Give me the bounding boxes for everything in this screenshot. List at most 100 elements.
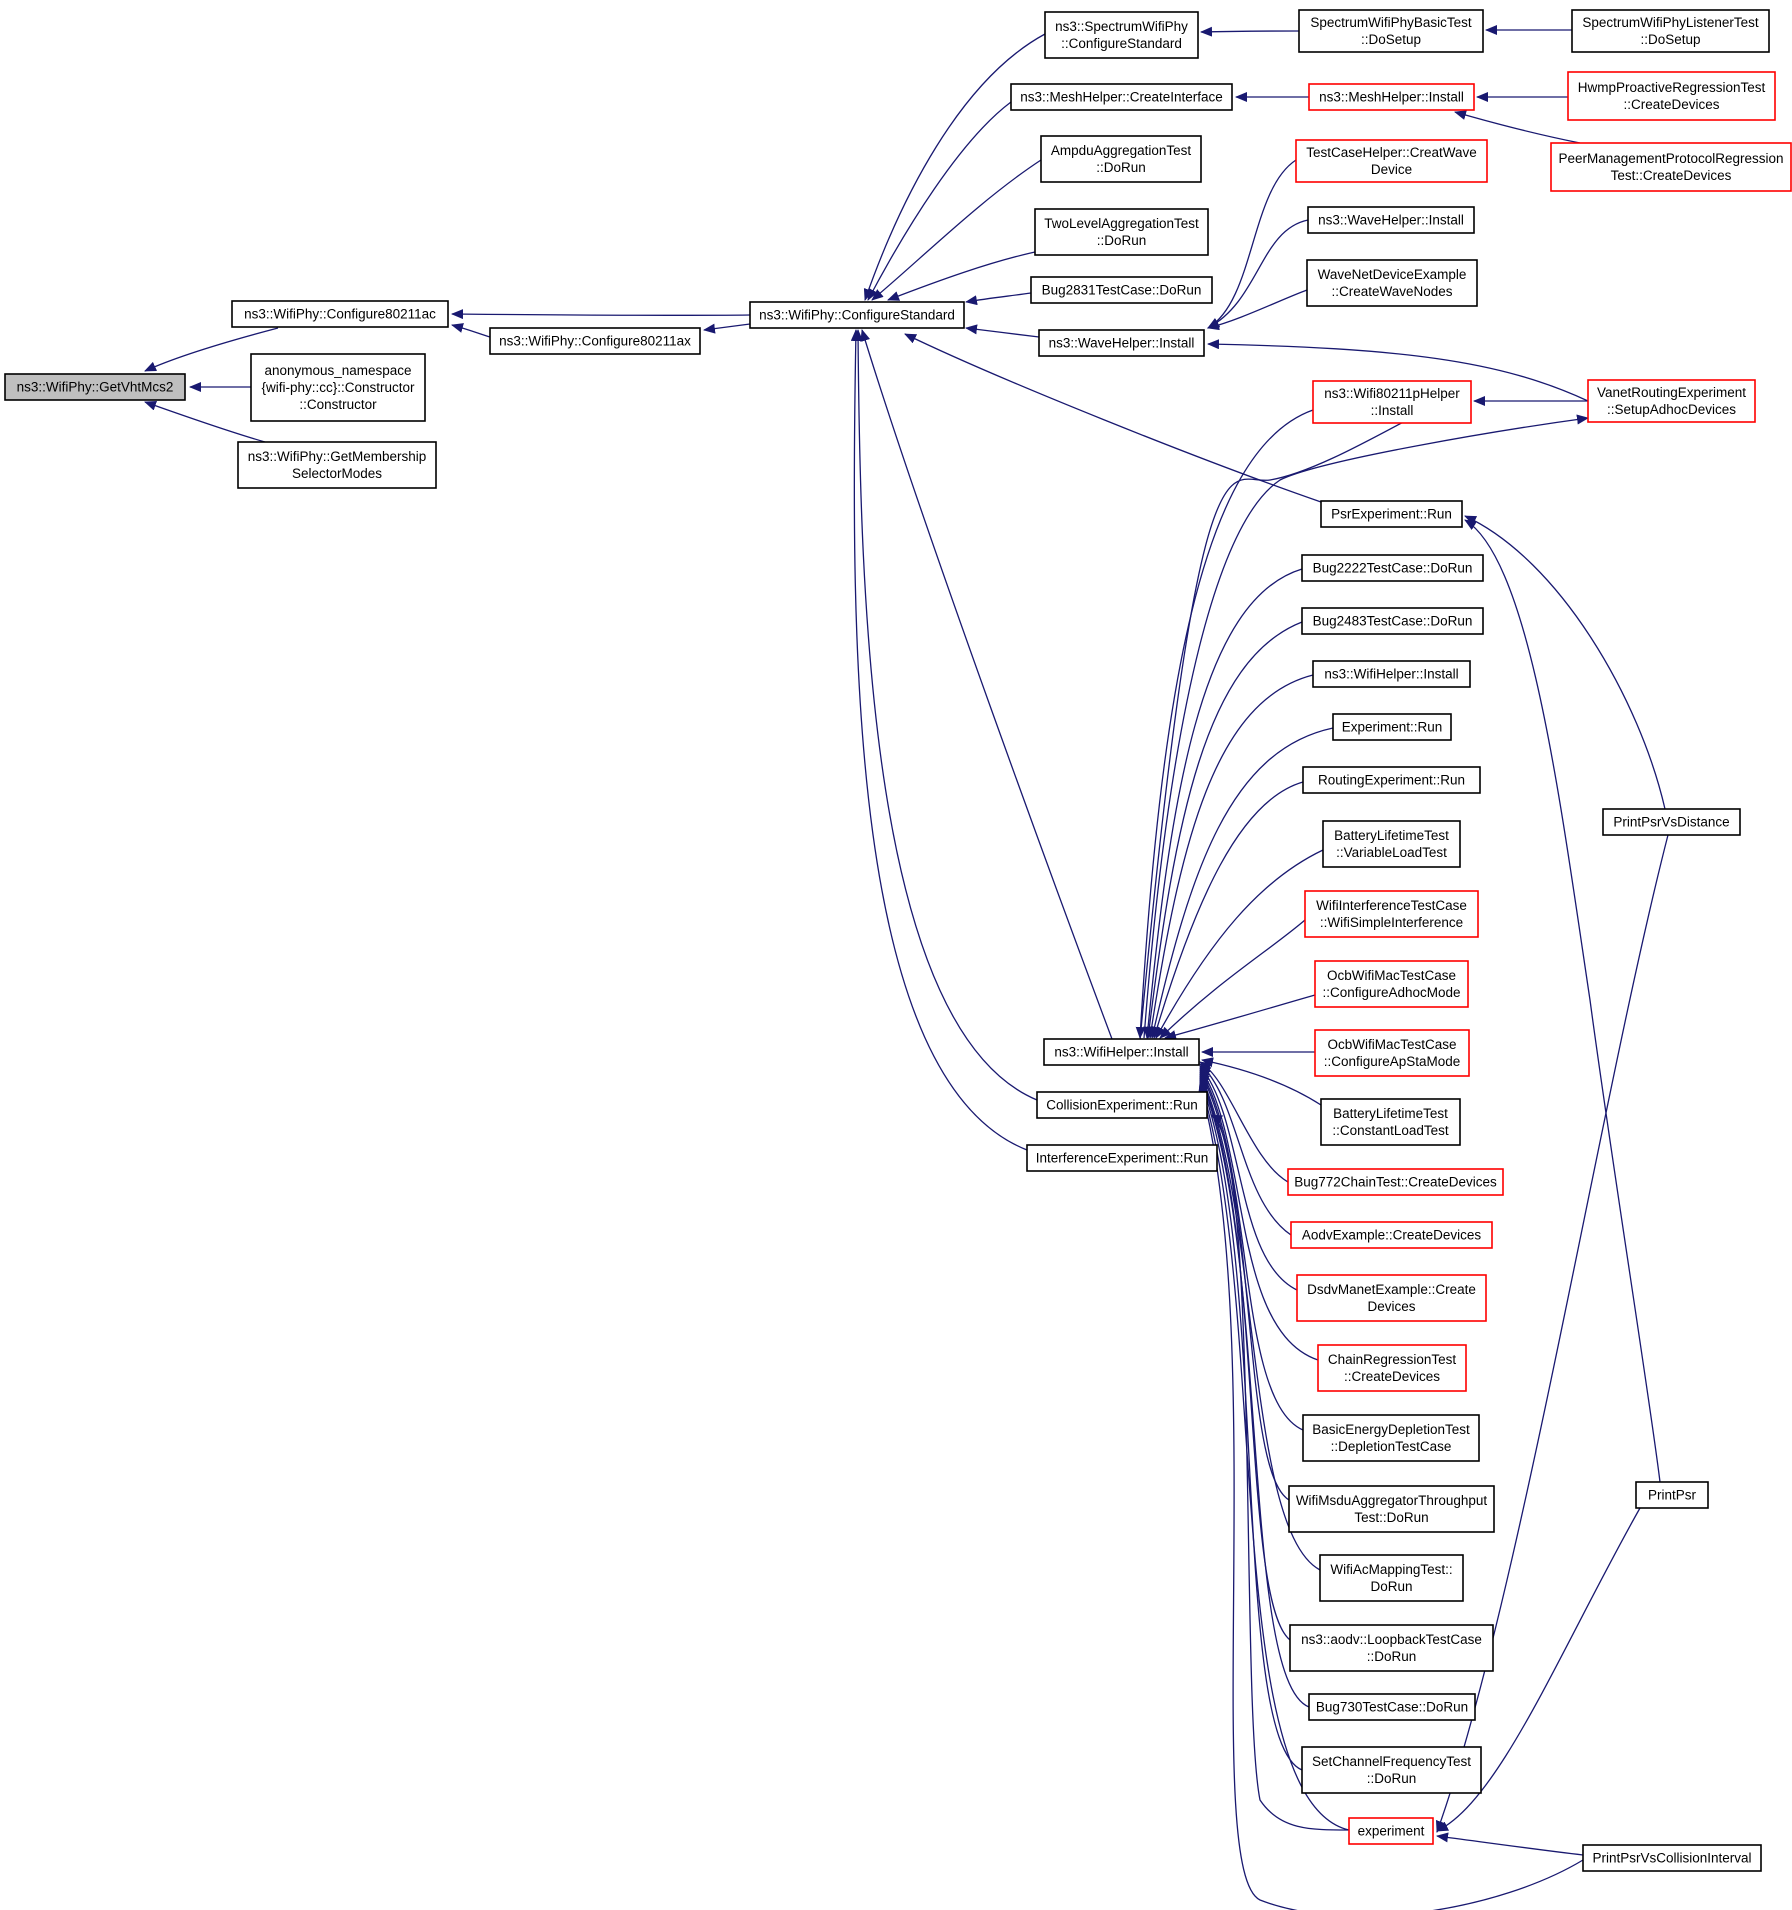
node-confstd[interactable]: ns3::WifiPhy::ConfigureStandard xyxy=(749,301,965,329)
node-setchannel[interactable]: SetChannelFrequencyTest::DoRun xyxy=(1301,1746,1482,1794)
node-battvar[interactable]: BatteryLifetimeTest::VariableLoadTest xyxy=(1322,820,1461,868)
node-box[interactable] xyxy=(1301,554,1484,582)
node-twolevel[interactable]: TwoLevelAggregationTest::DoRun xyxy=(1034,208,1209,256)
node-box[interactable] xyxy=(1030,276,1213,304)
node-box[interactable] xyxy=(1320,1098,1461,1146)
node-printpsrcoll[interactable]: PrintPsrVsCollisionInterval xyxy=(1582,1844,1762,1872)
node-box[interactable] xyxy=(1602,808,1741,836)
node-box[interactable] xyxy=(4,373,186,401)
node-conf80211ax[interactable]: ns3::WifiPhy::Configure80211ax xyxy=(489,327,701,355)
node-box[interactable] xyxy=(1582,1844,1762,1872)
node-box[interactable] xyxy=(1304,890,1479,938)
node-ocbadhoc[interactable]: OcbWifiMacTestCase::ConfigureAdhocMode xyxy=(1314,960,1469,1008)
node-box[interactable] xyxy=(1010,83,1233,111)
node-box[interactable] xyxy=(1308,83,1475,111)
node-chainreg[interactable]: ChainRegressionTest::CreateDevices xyxy=(1317,1344,1467,1392)
node-wifihelperinstall[interactable]: ns3::WifiHelper::Install xyxy=(1043,1038,1200,1066)
node-bug2831[interactable]: Bug2831TestCase::DoRun xyxy=(1030,276,1213,304)
node-box[interactable] xyxy=(1348,1817,1434,1845)
node-basicenergy[interactable]: BasicEnergyDepletionTest::DepletionTestC… xyxy=(1302,1414,1480,1462)
node-wavehelperinstall[interactable]: ns3::WaveHelper::Install xyxy=(1038,329,1205,357)
node-wifi80211p[interactable]: ns3::Wifi80211pHelper::Install xyxy=(1312,380,1472,424)
node-vanet[interactable]: VanetRoutingExperiment::SetupAdhocDevice… xyxy=(1587,379,1756,423)
node-box[interactable] xyxy=(231,300,449,328)
node-ampdu[interactable]: AmpduAggregationTest::DoRun xyxy=(1040,135,1202,183)
node-box[interactable] xyxy=(1288,1485,1495,1533)
node-box[interactable] xyxy=(1302,1414,1480,1462)
node-box[interactable] xyxy=(1298,9,1484,53)
node-box[interactable] xyxy=(1571,9,1770,53)
node-box[interactable] xyxy=(1296,1274,1487,1322)
node-interference[interactable]: InterferenceExperiment::Run xyxy=(1026,1144,1218,1172)
node-box[interactable] xyxy=(1040,135,1202,183)
node-box[interactable] xyxy=(1567,71,1776,121)
node-wavenetdev[interactable]: WaveNetDeviceExample::CreateWaveNodes xyxy=(1306,259,1478,307)
node-bug2222[interactable]: Bug2222TestCase::DoRun xyxy=(1301,554,1484,582)
node-box[interactable] xyxy=(1317,1344,1467,1392)
node-box[interactable] xyxy=(1287,1168,1504,1196)
node-box[interactable] xyxy=(1314,960,1469,1008)
node-experiment[interactable]: experiment xyxy=(1348,1817,1434,1845)
node-anon[interactable]: anonymous_namespace{wifi-phy::cc}::Const… xyxy=(250,353,426,422)
node-box[interactable] xyxy=(1322,820,1461,868)
node-box[interactable] xyxy=(1312,660,1471,688)
node-exprun[interactable]: Experiment::Run xyxy=(1332,713,1452,741)
node-bug730[interactable]: Bug730TestCase::DoRun xyxy=(1308,1693,1476,1721)
node-wavehelper2[interactable]: ns3::WaveHelper::Install xyxy=(1307,206,1475,234)
node-spectrumbasic[interactable]: SpectrumWifiPhyBasicTest::DoSetup xyxy=(1298,9,1484,53)
node-box[interactable] xyxy=(1289,1624,1494,1672)
node-box[interactable] xyxy=(489,327,701,355)
node-peermgmt[interactable]: PeerManagementProtocolRegressionTest::Cr… xyxy=(1550,142,1792,192)
node-box[interactable] xyxy=(1312,380,1472,424)
node-spectrumconf[interactable]: ns3::SpectrumWifiPhy::ConfigureStandard xyxy=(1044,11,1199,59)
node-aodvex[interactable]: AodvExample::CreateDevices xyxy=(1290,1221,1493,1249)
node-collision[interactable]: CollisionExperiment::Run xyxy=(1036,1091,1208,1119)
node-meshinstall[interactable]: ns3::MeshHelper::Install xyxy=(1308,83,1475,111)
node-box[interactable] xyxy=(749,301,965,329)
node-box[interactable] xyxy=(1302,766,1481,794)
node-box[interactable] xyxy=(1301,1746,1482,1794)
node-box[interactable] xyxy=(1026,1144,1218,1172)
node-box[interactable] xyxy=(1550,142,1792,192)
node-spectrumlistener[interactable]: SpectrumWifiPhyListenerTest::DoSetup xyxy=(1571,9,1770,53)
node-ocbapsta[interactable]: OcbWifiMacTestCase::ConfigureApStaMode xyxy=(1314,1029,1470,1077)
node-box[interactable] xyxy=(1332,713,1452,741)
node-getvhtmcs2[interactable]: ns3::WifiPhy::GetVhtMcs2 xyxy=(4,373,186,401)
node-box[interactable] xyxy=(1587,379,1756,423)
node-box[interactable] xyxy=(1319,1554,1464,1602)
node-acmapping[interactable]: WifiAcMappingTest::DoRun xyxy=(1319,1554,1464,1602)
node-hwmp[interactable]: HwmpProactiveRegressionTest::CreateDevic… xyxy=(1567,71,1776,121)
node-box[interactable] xyxy=(1306,259,1478,307)
node-box[interactable] xyxy=(1034,208,1209,256)
node-box[interactable] xyxy=(1314,1029,1470,1077)
node-box[interactable] xyxy=(1308,1693,1476,1721)
node-box[interactable] xyxy=(1320,500,1463,528)
node-box[interactable] xyxy=(1036,1091,1208,1119)
node-box[interactable] xyxy=(1307,206,1475,234)
node-bug772[interactable]: Bug772ChainTest::CreateDevices xyxy=(1287,1168,1504,1196)
node-box[interactable] xyxy=(250,353,426,422)
node-box[interactable] xyxy=(1038,329,1205,357)
node-bug2483[interactable]: Bug2483TestCase::DoRun xyxy=(1301,607,1484,635)
node-box[interactable] xyxy=(1301,607,1484,635)
node-box[interactable] xyxy=(1295,139,1488,183)
node-box[interactable] xyxy=(1635,1481,1709,1509)
node-dsdv[interactable]: DsdvManetExample::CreateDevices xyxy=(1296,1274,1487,1322)
node-routingexp[interactable]: RoutingExperiment::Run xyxy=(1302,766,1481,794)
node-box[interactable] xyxy=(237,441,437,489)
node-printpsr[interactable]: PrintPsr xyxy=(1635,1481,1709,1509)
node-aodvloop[interactable]: ns3::aodv::LoopbackTestCase::DoRun xyxy=(1289,1624,1494,1672)
node-psrrun[interactable]: PsrExperiment::Run xyxy=(1320,500,1463,528)
node-box[interactable] xyxy=(1043,1038,1200,1066)
node-wifihelper2[interactable]: ns3::WifiHelper::Install xyxy=(1312,660,1471,688)
node-wifiinterf[interactable]: WifiInterferenceTestCase::WifiSimpleInte… xyxy=(1304,890,1479,938)
node-battconst[interactable]: BatteryLifetimeTest::ConstantLoadTest xyxy=(1320,1098,1461,1146)
node-printpsrdist[interactable]: PrintPsrVsDistance xyxy=(1602,808,1741,836)
node-meshcreate[interactable]: ns3::MeshHelper::CreateInterface xyxy=(1010,83,1233,111)
node-box[interactable] xyxy=(1290,1221,1493,1249)
node-box[interactable] xyxy=(1044,11,1199,59)
node-conf80211ac[interactable]: ns3::WifiPhy::Configure80211ac xyxy=(231,300,449,328)
